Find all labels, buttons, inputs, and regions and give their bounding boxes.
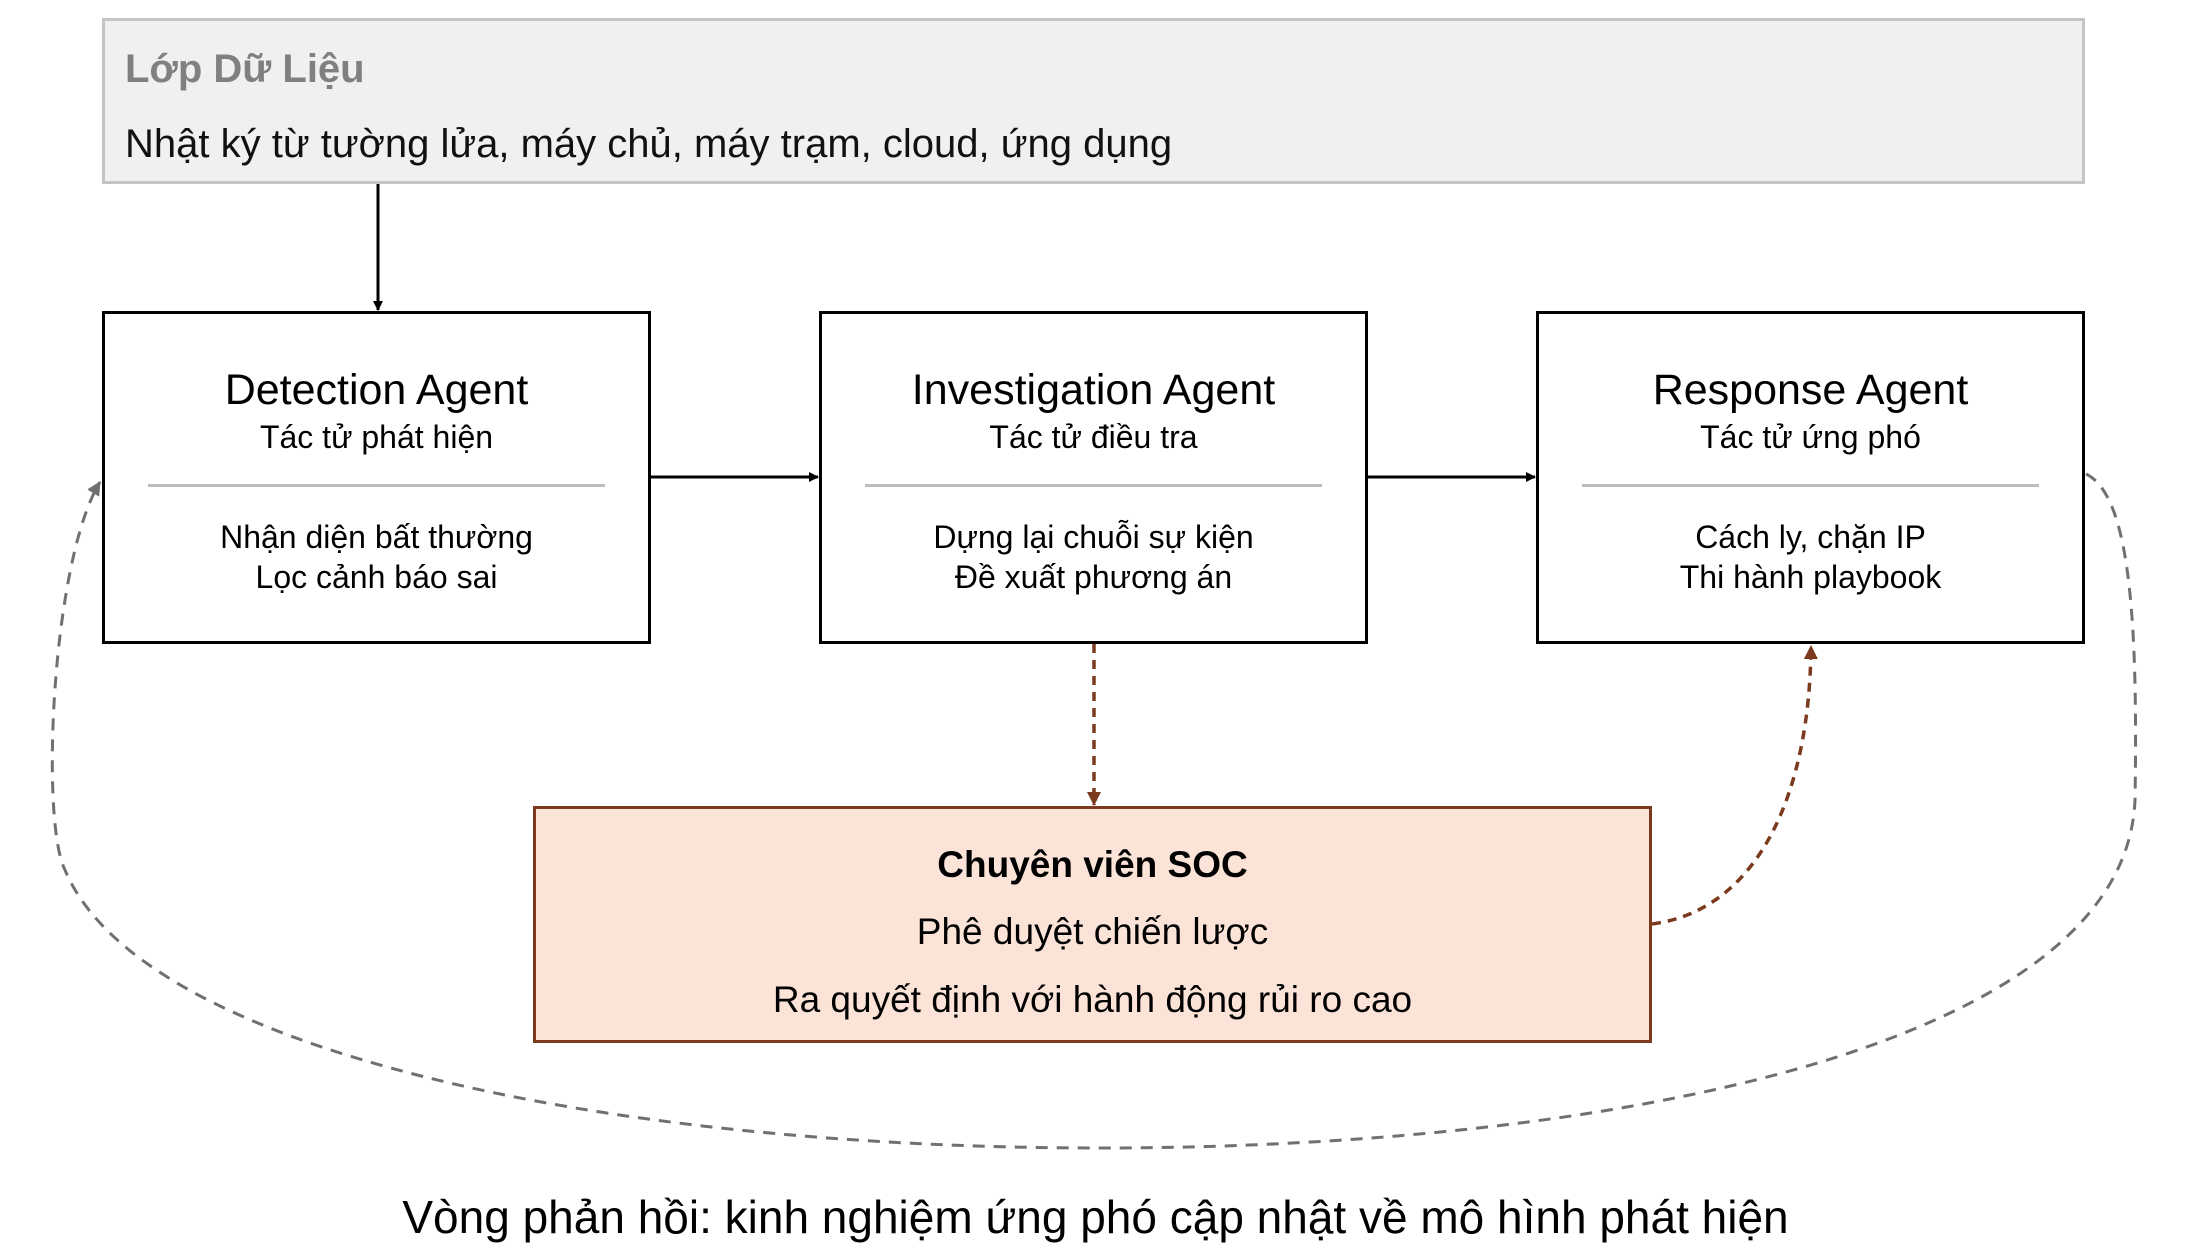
response-agent-box: Response Agent Tác tử ứng phó Cách ly, c… — [1536, 311, 2085, 644]
agent-subtitle: Tác tử ứng phó — [1700, 419, 1921, 455]
analyst-title: Chuyên viên SOC — [937, 844, 1248, 885]
agent-divider — [1582, 484, 2039, 487]
agent-function-line: Nhận diện bất thường — [220, 519, 533, 555]
agent-name: Detection Agent — [224, 366, 529, 414]
detection-agent-box: Detection Agent Tác tử phát hiện Nhận di… — [102, 311, 651, 644]
agent-subtitle: Tác tử phát hiện — [259, 419, 494, 455]
agent-function-line: Cách ly, chặn IP — [1695, 519, 1926, 555]
agent-name: Response Agent — [1652, 366, 1969, 414]
data-layer-description: Nhật ký từ tường lửa, máy chủ, máy trạm,… — [125, 122, 1173, 166]
agent-subtitle: Tác tử điều tra — [989, 419, 1198, 455]
agent-function-line: Thi hành playbook — [1679, 559, 1942, 595]
agent-divider — [148, 484, 605, 487]
feedback-loop-arrow — [50, 472, 2138, 1150]
investigation-agent-box: Investigation Agent Tác tử điều tra Dựng… — [819, 311, 1368, 644]
agent-function-line: Đề xuất phương án — [954, 559, 1233, 595]
data-layer-title: Lớp Dữ Liệu — [125, 47, 365, 91]
data-layer-box: Lớp Dữ Liệu Nhật ký từ tường lửa, máy ch… — [102, 18, 2085, 184]
soc-analyst-box: Chuyên viên SOC Phê duyệt chiến lược Ra … — [533, 806, 1652, 1043]
analyst-function-line: Phê duyệt chiến lược — [916, 911, 1269, 952]
agent-name: Investigation Agent — [911, 366, 1276, 414]
agent-function-line: Lọc cảnh báo sai — [255, 559, 498, 595]
feedback-loop-caption: Vòng phản hồi: kinh nghiệm ứng phó cập n… — [402, 1191, 1789, 1243]
arrow-analyst-to-response — [1651, 645, 1818, 926]
agent-divider — [865, 484, 1322, 487]
agent-function-line: Dựng lại chuỗi sự kiện — [933, 519, 1254, 555]
analyst-function-line: Ra quyết định với hành động rủi ro cao — [772, 979, 1413, 1020]
